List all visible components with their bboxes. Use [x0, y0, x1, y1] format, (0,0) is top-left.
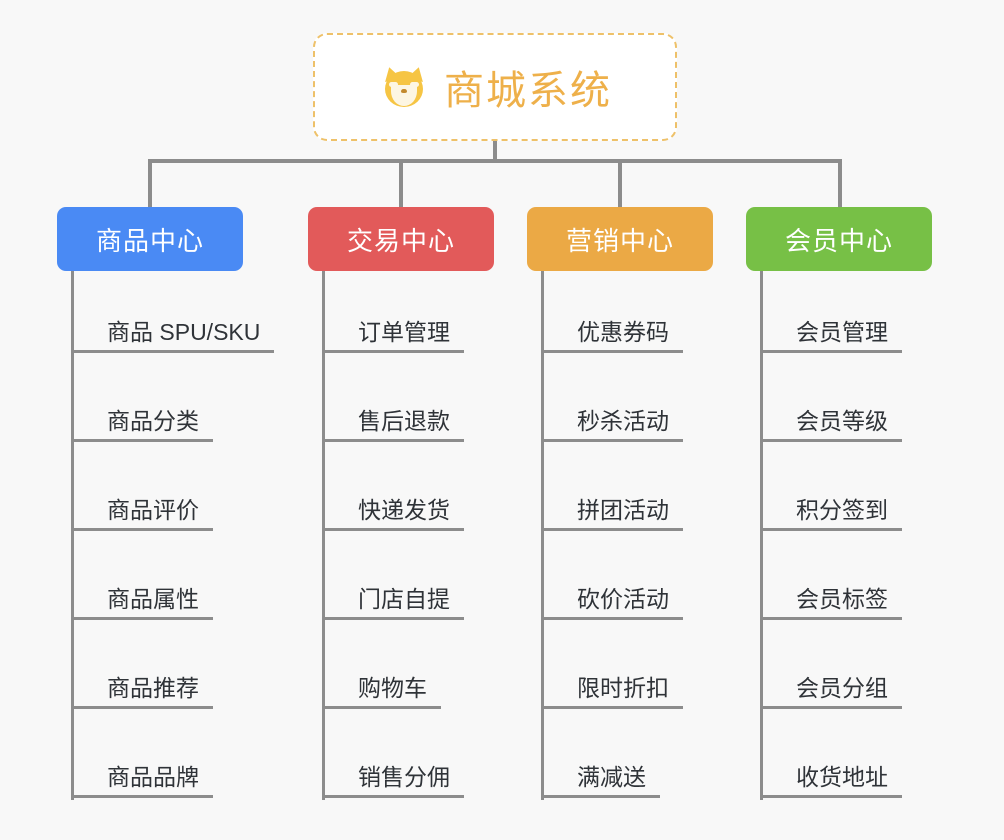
leaf-item[interactable]: 订单管理: [322, 321, 464, 353]
branch-spine-trade-center: [322, 271, 325, 800]
leaf-item[interactable]: 商品分类: [71, 410, 213, 442]
branch-spine-product-center: [71, 271, 74, 800]
leaf-item[interactable]: 拼团活动: [541, 499, 683, 531]
leaf-item[interactable]: 购物车: [322, 677, 441, 709]
leaf-item[interactable]: 快递发货: [322, 499, 464, 531]
leaf-item[interactable]: 限时折扣: [541, 677, 683, 709]
leaf-item[interactable]: 门店自提: [322, 588, 464, 620]
leaf-item[interactable]: 商品评价: [71, 499, 213, 531]
leaf-item[interactable]: 会员等级: [760, 410, 902, 442]
branch-header-trade-center[interactable]: 交易中心: [308, 207, 494, 271]
leaf-item[interactable]: 会员管理: [760, 321, 902, 353]
branch-header-product-center[interactable]: 商品中心: [57, 207, 243, 271]
branch-header-marketing-center[interactable]: 营销中心: [527, 207, 713, 271]
leaf-item[interactable]: 销售分佣: [322, 766, 464, 798]
leaf-item[interactable]: 满减送: [541, 766, 660, 798]
horizontal-bus-connector: [148, 159, 842, 163]
leaf-item[interactable]: 商品推荐: [71, 677, 213, 709]
leaf-item[interactable]: 砍价活动: [541, 588, 683, 620]
leaf-item[interactable]: 收货地址: [760, 766, 902, 798]
drop-connector-4: [838, 159, 842, 207]
drop-connector-3: [618, 159, 622, 207]
branch-spine-marketing-center: [541, 271, 544, 800]
leaf-item[interactable]: 优惠券码: [541, 321, 683, 353]
leaf-item[interactable]: 商品属性: [71, 588, 213, 620]
root-node[interactable]: 商城系统: [313, 33, 677, 141]
leaf-item[interactable]: 积分签到: [760, 499, 902, 531]
leaf-item[interactable]: 秒杀活动: [541, 410, 683, 442]
root-stem-connector: [493, 141, 497, 163]
drop-connector-2: [399, 159, 403, 207]
root-title: 商城系统: [444, 69, 612, 113]
leaf-item[interactable]: 会员分组: [760, 677, 902, 709]
branch-header-label: 商品中心: [95, 225, 204, 256]
branch-header-label: 会员中心: [784, 225, 893, 256]
leaf-item[interactable]: 商品 SPU/SKU: [71, 321, 275, 353]
drop-connector-1: [148, 159, 152, 207]
shiba-dog-icon: [378, 61, 430, 113]
branch-header-member-center[interactable]: 会员中心: [746, 207, 932, 271]
leaf-item[interactable]: 会员标签: [760, 588, 902, 620]
leaf-item[interactable]: 售后退款: [322, 410, 464, 442]
branch-header-label: 交易中心: [346, 225, 455, 256]
leaf-item[interactable]: 商品品牌: [71, 766, 213, 798]
branch-spine-member-center: [760, 271, 763, 800]
branch-header-label: 营销中心: [565, 225, 674, 256]
